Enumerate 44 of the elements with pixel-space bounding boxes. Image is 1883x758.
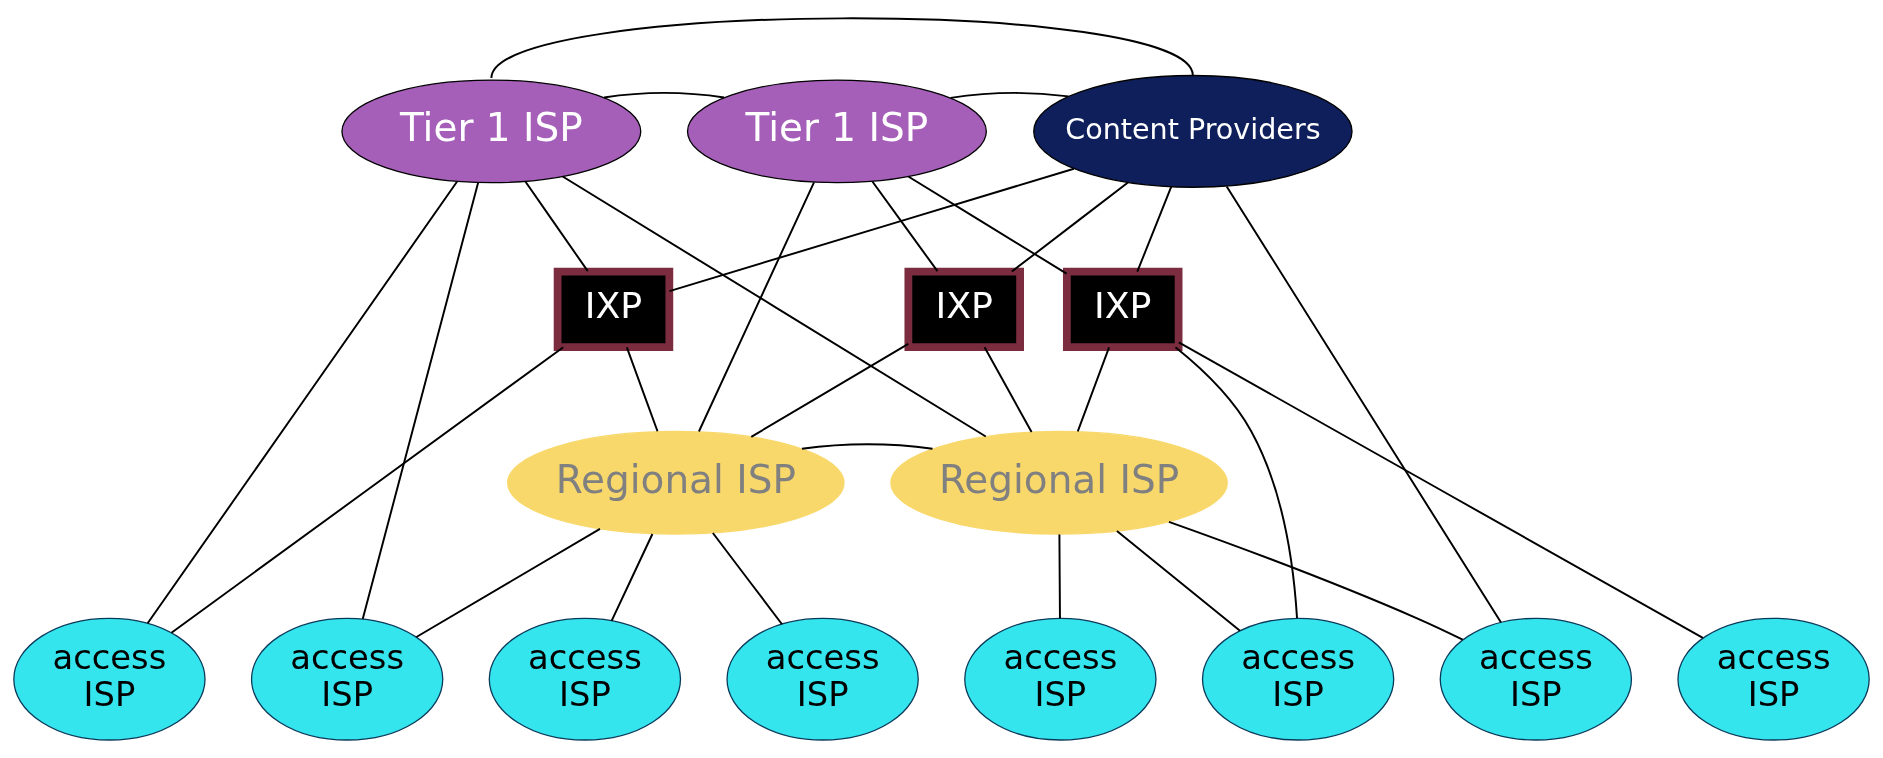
node-ellipse: Tier 1 ISP [686,79,987,184]
connector [668,167,1075,293]
connector [170,346,565,634]
node-ellipse: access ISP [1677,617,1870,741]
connector [146,180,459,625]
node-ellipse: access ISP [726,617,919,741]
node-box: IXP [553,267,674,351]
connector [524,180,589,273]
connector [1058,533,1061,620]
connector [1177,341,1704,639]
connector [1136,185,1173,273]
connector [361,181,480,620]
node-ellipse: access ISP [250,617,444,741]
node-ellipse: access ISP [13,617,206,741]
connector [907,175,1068,275]
node-ellipse: Tier 1 ISP [341,79,642,184]
connector [1010,181,1129,273]
node-ellipse: access ISP [1439,617,1633,741]
connector [1174,346,1298,620]
node-ellipse: access ISP [1201,617,1395,741]
connector [750,342,910,438]
connector [949,91,1070,99]
connector [1225,185,1502,624]
connector [603,91,726,99]
connector [625,346,659,433]
connector [1076,346,1111,433]
node-ellipse: access ISP [964,617,1157,741]
node-ellipse: Regional ISP [890,430,1228,535]
connector [800,443,934,450]
connector [983,346,1033,433]
node-ellipse: Content Providers [1033,74,1353,188]
node-box: IXP [1062,267,1183,351]
connector [697,181,815,433]
connector [1167,520,1464,641]
connector [415,527,601,638]
connector [1115,530,1241,632]
connector [561,175,987,438]
connector [610,533,654,622]
connector [871,180,939,273]
node-ellipse: Regional ISP [506,430,845,535]
node-ellipse: access ISP [488,617,682,741]
connector [711,532,783,626]
node-box: IXP [904,267,1024,351]
connector [490,17,1194,80]
